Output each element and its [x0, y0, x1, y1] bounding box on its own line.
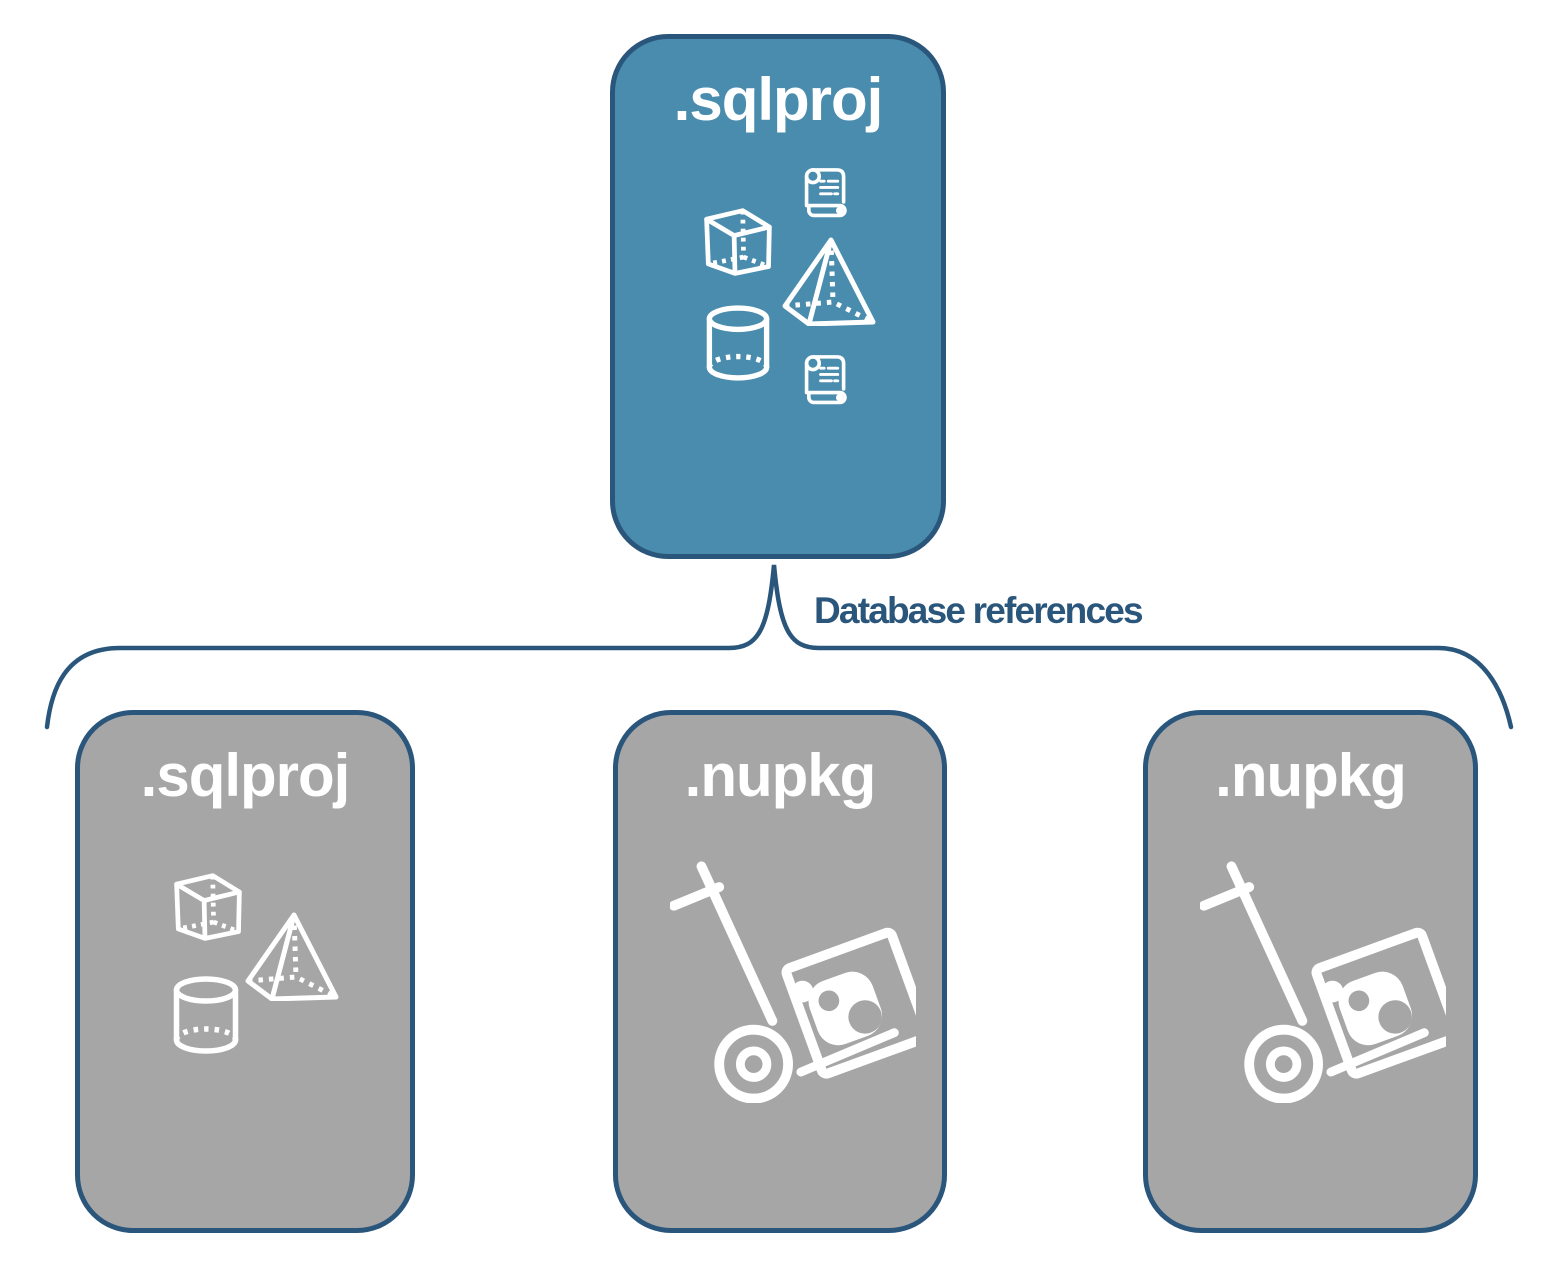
node-title: .nupkg: [1215, 742, 1407, 809]
cube-icon: [698, 199, 784, 279]
node-sqlproj-root: .sqlproj: [610, 34, 946, 559]
cube-icon: [168, 864, 254, 944]
node-nupkg-child-1: .nupkg: [613, 710, 947, 1233]
nuget-package-dolly-icon: [670, 860, 916, 1103]
nuget-package-dolly-icon: [1200, 860, 1446, 1103]
pyramid-icon: [781, 236, 877, 326]
node-nupkg-child-2: .nupkg: [1143, 710, 1478, 1233]
script-scroll-icon: [800, 164, 852, 220]
pyramid-icon: [243, 911, 341, 1001]
cylinder-icon: [706, 305, 770, 381]
node-title: .sqlproj: [673, 66, 884, 133]
connector-label: Database references: [814, 590, 1144, 631]
node-title: .sqlproj: [140, 742, 351, 809]
cylinder-icon: [173, 976, 239, 1054]
node-sqlproj-child: .sqlproj: [75, 710, 415, 1233]
node-title: .nupkg: [684, 742, 877, 809]
script-scroll-icon: [800, 351, 852, 407]
